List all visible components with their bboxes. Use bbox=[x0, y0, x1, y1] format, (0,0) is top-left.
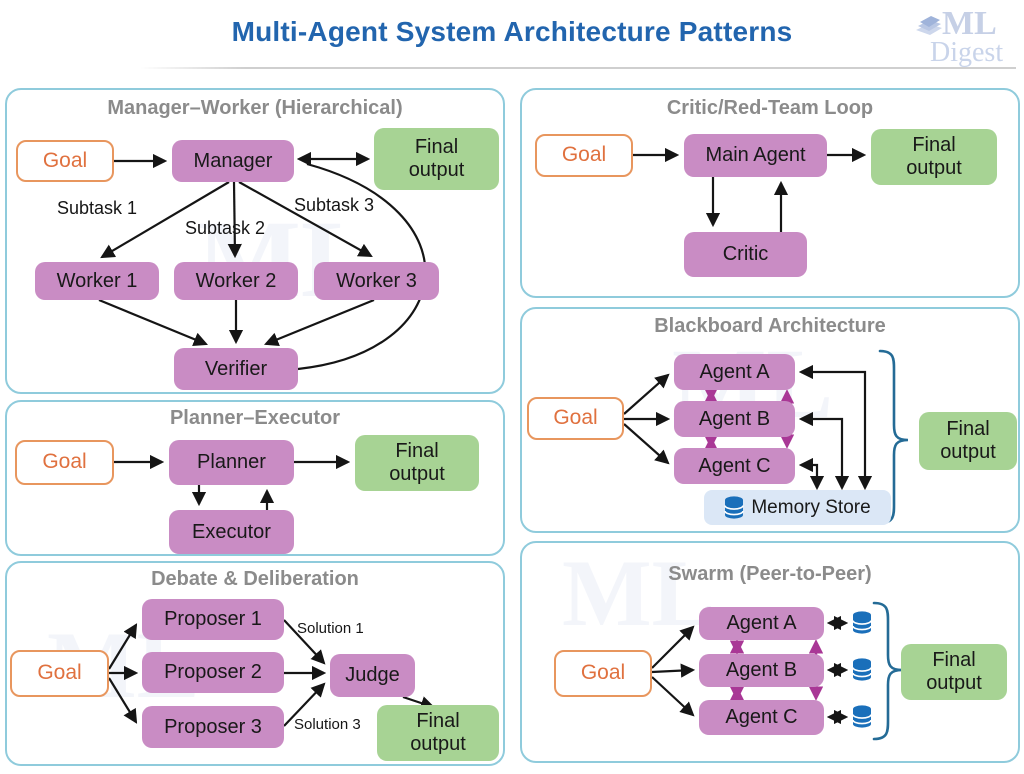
proposer1-node: Proposer 1 bbox=[142, 599, 284, 640]
goal-node: Goal bbox=[535, 134, 633, 177]
panel-manager-worker: ML Manager–Worker (Hierarchical) Goal Ma… bbox=[5, 88, 505, 394]
panel-title-manager-worker: Manager–Worker (Hierarchical) bbox=[107, 97, 403, 119]
final-output-node: Final output bbox=[355, 435, 479, 491]
final-output-node: Final output bbox=[901, 644, 1007, 700]
panel-title-blackboard: Blackboard Architecture bbox=[654, 315, 886, 337]
panel-debate: ML Debate & Deliberation Goal Proposer 1… bbox=[5, 561, 505, 766]
logo-text-digest: Digest bbox=[930, 37, 1004, 69]
final-output-node: Final output bbox=[919, 412, 1017, 470]
final-output-node: Final output bbox=[377, 705, 499, 761]
solution3-label: Solution 3 bbox=[294, 716, 361, 733]
subtask2-label: Subtask 2 bbox=[185, 218, 266, 238]
planner-node: Planner bbox=[169, 440, 294, 485]
goal-node: Goal bbox=[15, 440, 114, 485]
panel-title-swarm: Swarm (Peer-to-Peer) bbox=[668, 563, 872, 585]
final-output-node: Final output bbox=[374, 128, 499, 190]
book-icon bbox=[916, 16, 942, 35]
panel-planner-executor: Planner–Executor Goal Planner Final outp… bbox=[5, 400, 505, 556]
worker2-node: Worker 2 bbox=[174, 262, 298, 300]
manager-node: Manager bbox=[172, 140, 294, 182]
agent-b-node: Agent B bbox=[699, 654, 824, 687]
agent-a-node: Agent A bbox=[674, 354, 795, 390]
panel-swarm: ML Swarm (Peer-to-Peer) Goal Agent A bbox=[520, 541, 1020, 763]
header-divider bbox=[140, 67, 1016, 69]
panel-title-critic-loop: Critic/Red-Team Loop bbox=[666, 97, 874, 119]
ml-digest-logo: ML Digest bbox=[908, 5, 1018, 69]
memory-store-label: Memory Store bbox=[751, 496, 871, 518]
agent-b-node: Agent B bbox=[674, 401, 795, 437]
goal-node: Goal bbox=[554, 650, 652, 697]
solution1-label: Solution 1 bbox=[297, 620, 364, 637]
proposer3-node: Proposer 3 bbox=[142, 706, 284, 748]
subtask1-label: Subtask 1 bbox=[57, 198, 138, 218]
panel-critic-loop: Critic/Red-Team Loop Goal Main Agent Fin… bbox=[520, 88, 1020, 298]
panel-title-planner-executor: Planner–Executor bbox=[169, 407, 341, 429]
final-output-node: Final output bbox=[871, 129, 997, 185]
page-title: Multi-Agent System Architecture Patterns bbox=[231, 16, 793, 47]
panel-blackboard: ML Blackboard Architecture Goal Agen bbox=[520, 307, 1020, 533]
database-icon bbox=[852, 704, 872, 729]
agent-a-node: Agent A bbox=[699, 607, 824, 640]
critic-node: Critic bbox=[684, 232, 807, 277]
main-agent-node: Main Agent bbox=[684, 134, 827, 177]
database-icon bbox=[852, 610, 872, 635]
worker3-node: Worker 3 bbox=[314, 262, 439, 300]
goal-node: Goal bbox=[10, 650, 109, 697]
database-icon bbox=[852, 657, 872, 682]
agent-c-node: Agent C bbox=[699, 700, 824, 735]
memory-store-node: Memory Store bbox=[704, 490, 891, 525]
subtask3-label: Subtask 3 bbox=[294, 195, 375, 215]
goal-node: Goal bbox=[527, 397, 624, 440]
proposer2-node: Proposer 2 bbox=[142, 652, 284, 693]
database-icon bbox=[724, 495, 745, 520]
goal-node: Goal bbox=[16, 140, 114, 182]
logo-text-ml: ML bbox=[942, 5, 997, 42]
panel-title-debate: Debate & Deliberation bbox=[151, 568, 359, 590]
verifier-node: Verifier bbox=[174, 348, 298, 390]
judge-node: Judge bbox=[330, 654, 415, 697]
executor-node: Executor bbox=[169, 510, 294, 554]
worker1-node: Worker 1 bbox=[35, 262, 159, 300]
agent-c-node: Agent C bbox=[674, 448, 795, 484]
